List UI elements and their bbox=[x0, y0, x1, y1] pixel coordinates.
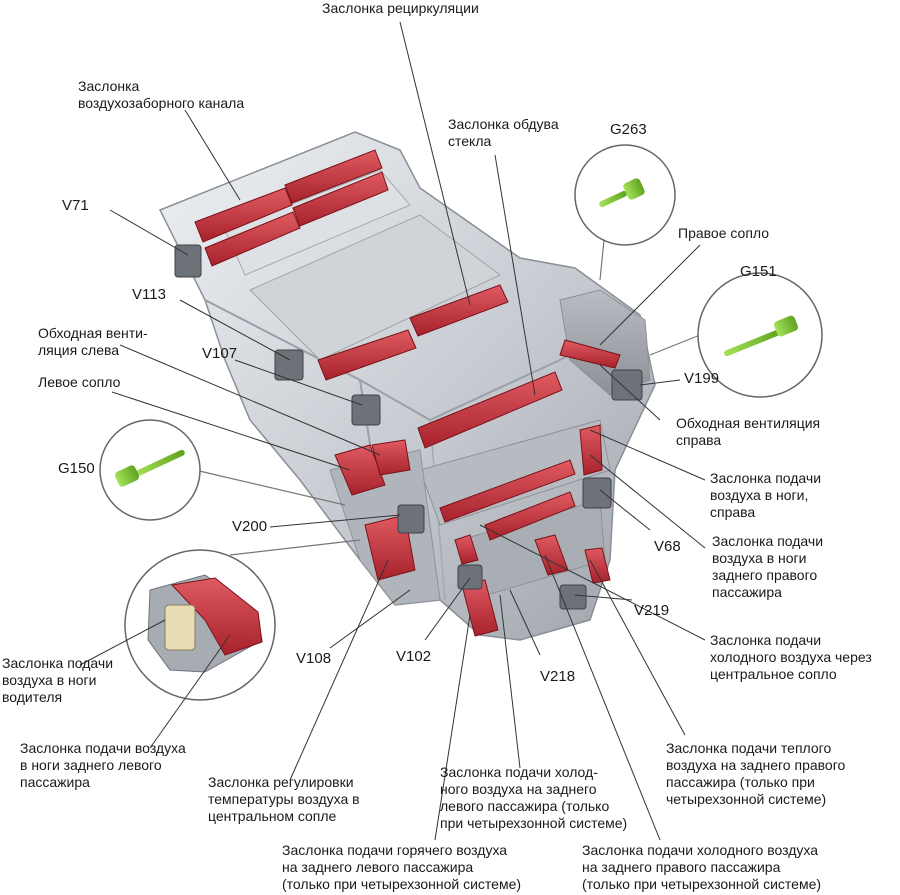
label-v199: V199 bbox=[684, 370, 720, 387]
callout-driver-foot bbox=[124, 539, 361, 701]
label-bypass-right: Обходная вентиляция справа bbox=[676, 415, 821, 448]
leader-lines bbox=[79, 21, 706, 841]
label-cold-center-flap: Заслонка подачи холодного воздуха через … bbox=[710, 632, 872, 682]
label-g150: G150 bbox=[58, 460, 95, 477]
label-v107: V107 bbox=[202, 345, 238, 362]
label-foot-rear-left-flap: Заслонка подачи воздуха в ноги заднего л… bbox=[20, 740, 186, 790]
label-right-nozzle: Правое сопло bbox=[678, 225, 770, 241]
actuators bbox=[174, 244, 643, 610]
callout-g150 bbox=[99, 419, 346, 521]
label-foot-right-flap: Заслонка подачи воздуха в ноги, справа bbox=[710, 470, 822, 520]
label-driver-foot-flap: Заслонка подачи воздуха в ноги водителя bbox=[2, 655, 114, 705]
label-intake-flap: Заслонка воздухозаборного канала bbox=[78, 78, 245, 111]
label-defrost-flap: Заслонка обдува стекла bbox=[448, 116, 559, 149]
label-bypass-left: Обходная венти- ляция слева bbox=[38, 325, 148, 358]
label-v219: V219 bbox=[634, 602, 670, 619]
label-v218: V218 bbox=[540, 668, 576, 685]
label-v108: V108 bbox=[296, 650, 332, 667]
callout-g263 bbox=[574, 144, 676, 281]
label-recirculation-flap: Заслонка рециркуляции bbox=[322, 0, 479, 16]
label-left-nozzle: Левое сопло bbox=[38, 374, 121, 390]
label-v113: V113 bbox=[132, 286, 166, 303]
label-g151: G151 bbox=[740, 263, 777, 280]
label-cold-rear-left-flap: Заслонка подачи холод- ного воздуха на з… bbox=[440, 764, 628, 831]
label-warm-rear-right-flap: Заслонка подачи теплого воздуха на задне… bbox=[666, 740, 846, 807]
label-temp-center-flap: Заслонка регулировки температуры воздуха… bbox=[208, 774, 360, 824]
label-cold-rear-right-flap: Заслонка подачи холодного воздуха на зад… bbox=[582, 842, 822, 892]
label-hot-rear-left-flap: Заслонка подачи горячего воздуха на задн… bbox=[282, 842, 522, 892]
callout-g151 bbox=[649, 272, 823, 398]
label-v102: V102 bbox=[396, 648, 432, 665]
label-foot-rear-right-flap: Заслонка подачи воздуха в ноги заднего п… bbox=[712, 533, 824, 600]
label-v200: V200 bbox=[232, 518, 268, 535]
label-v68: V68 bbox=[654, 538, 681, 555]
label-g263: G263 bbox=[610, 121, 647, 138]
label-v71: V71 bbox=[62, 197, 89, 214]
